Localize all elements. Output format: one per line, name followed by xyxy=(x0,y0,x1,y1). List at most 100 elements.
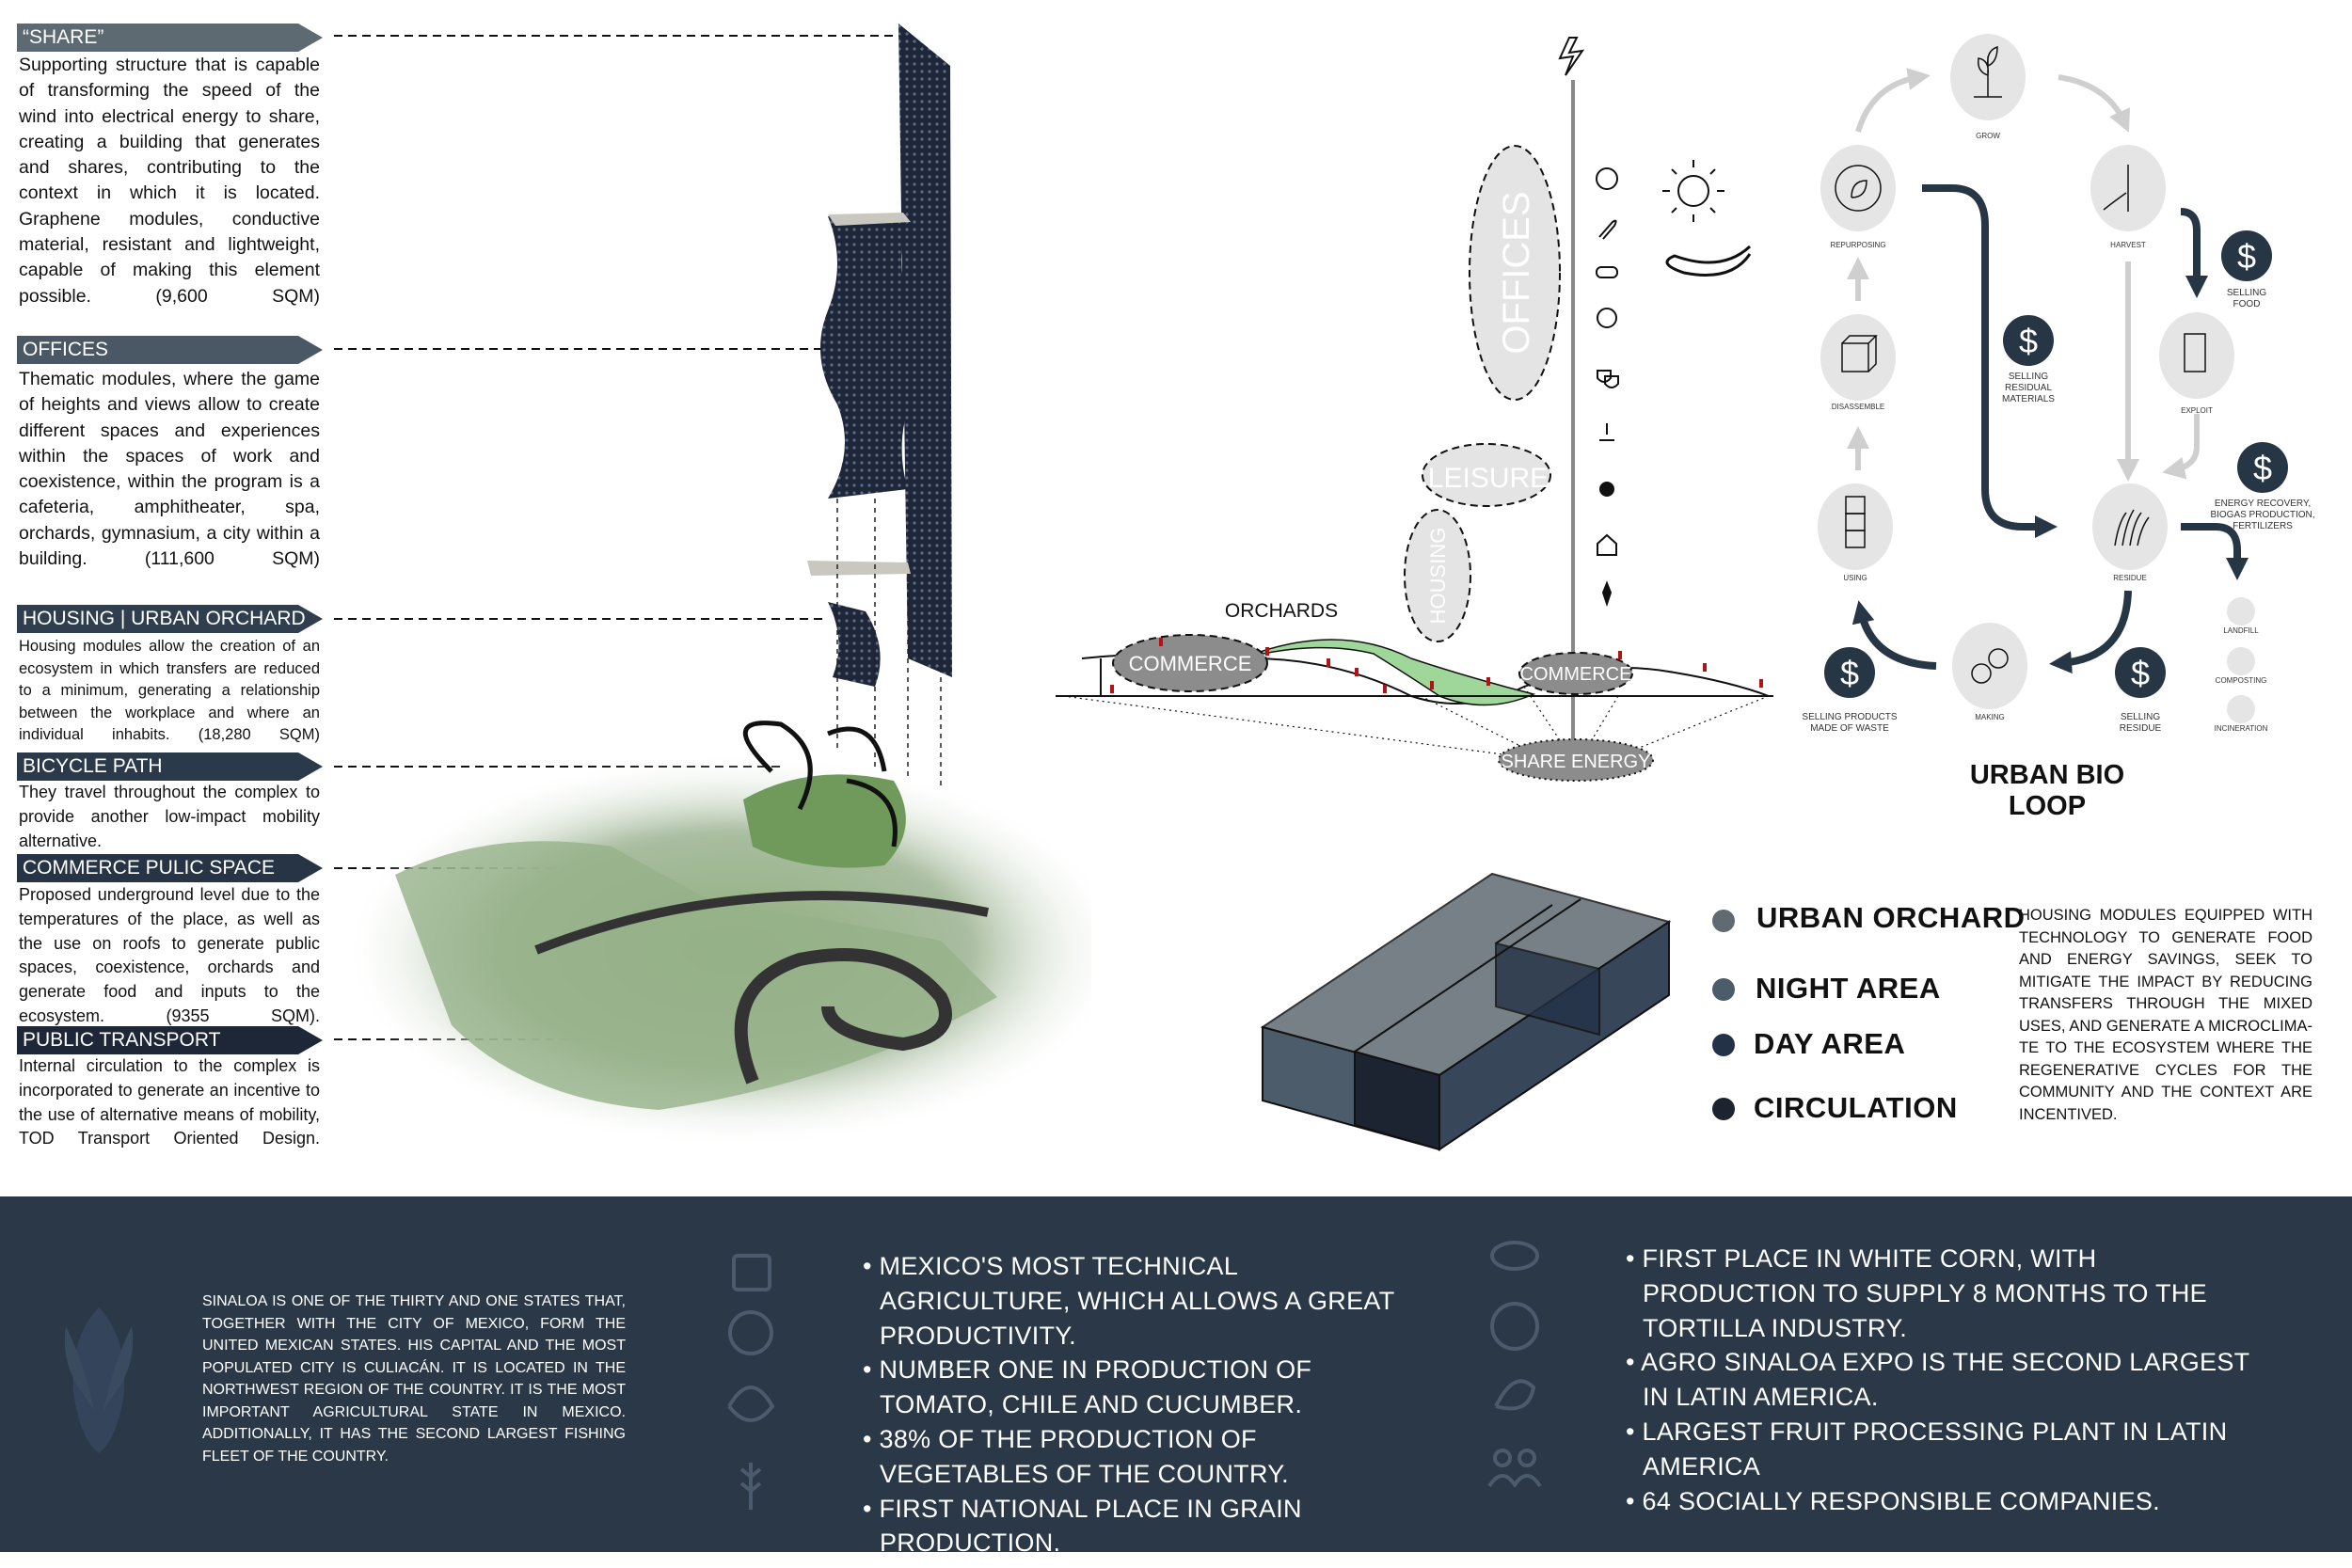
harvest-label: HARVEST xyxy=(2110,241,2146,249)
share-structure xyxy=(898,24,952,677)
dollar-coin-icon xyxy=(1490,1302,1539,1351)
landscape-park xyxy=(395,841,997,1110)
leisure-label: LEISURE xyxy=(1428,463,1549,494)
section-text-transport: Internal circulation to the complex is i… xyxy=(19,1056,320,1148)
money-circles xyxy=(1824,230,2288,698)
sun-icon xyxy=(1677,175,1709,207)
circulation-block xyxy=(1354,1050,1440,1151)
dollar-icon xyxy=(2003,315,2054,366)
residue-label: RESIDUE xyxy=(2113,574,2147,582)
incineration-label: INCINERATION xyxy=(2214,724,2268,733)
bullet-item: • AGRO SINALOA EXPO IS THE SECOND LARGES… xyxy=(1626,1348,2249,1412)
sinaloa-intro: SINALOA IS ONE OF THE THIRTY AND ONE STA… xyxy=(202,1293,626,1465)
offices-roof xyxy=(828,213,911,226)
repurposing-label: REPURPOSING xyxy=(1830,241,1886,249)
legend-label: CIRCULATION xyxy=(1754,1091,1958,1124)
commerce-right-bubble xyxy=(1518,652,1633,695)
section-header-offices: OFFICES xyxy=(17,336,323,364)
legend-dot-night-area xyxy=(1712,978,1735,1001)
section-header-bicycle: BICYCLE PATH xyxy=(17,752,323,781)
energy-recovery-label: ENERGY RECOVERY,BIOGAS PRODUCTION,FERTIL… xyxy=(2210,499,2315,531)
incineration-icon xyxy=(2227,695,2255,723)
disassemble-label: DISASSEMBLE xyxy=(1831,403,1885,411)
dollar-icon xyxy=(2237,442,2288,493)
using-label: USING xyxy=(1843,574,1867,582)
info-panel xyxy=(0,1196,2352,1552)
bio-loop-title: URBAN BIO LOOP xyxy=(1969,760,2125,821)
bullet-item: • FIRST NATIONAL PLACE IN GRAIN PRODUCTI… xyxy=(863,1494,1302,1558)
bullet-item: • NUMBER ONE IN PRODUCTION OF TOMATO, CH… xyxy=(863,1355,1312,1419)
exploit-label: EXPLOIT xyxy=(2181,406,2213,415)
commerce-right-label: COMMERCE xyxy=(1520,664,1632,685)
green-roof xyxy=(743,774,906,868)
economy-icons-column xyxy=(1487,1241,1542,1488)
legend-label: URBAN ORCHARD xyxy=(1756,901,2026,934)
section-text-housing: Housing modules allow the creation of an… xyxy=(19,638,320,743)
paperclip-icon xyxy=(1598,219,1617,240)
tractor-icon xyxy=(732,1254,771,1291)
making-icon xyxy=(1952,623,2027,709)
road xyxy=(534,891,989,955)
grow-label: GROW xyxy=(1976,132,2000,140)
legend-description: HOUSING MODULES EQUIPPED WITH TECHNOLOGY… xyxy=(2019,907,2312,1123)
agri-icons-column xyxy=(727,1254,775,1510)
section-text-bicycle: They travel throughout the complex to pr… xyxy=(19,783,320,850)
tortilla-icon xyxy=(1490,1241,1539,1271)
legend-label: NIGHT AREA xyxy=(1756,972,1941,1005)
orchards-label: ORCHARDS xyxy=(1225,600,1338,622)
svg-text:$: $ xyxy=(2131,654,2150,692)
disassemble-icon xyxy=(1820,314,1896,401)
housing-block xyxy=(828,602,881,687)
tower-site-render xyxy=(334,24,1091,1148)
landfill-icon xyxy=(2227,597,2255,626)
corn-icon xyxy=(64,1307,134,1453)
housing-roof xyxy=(807,561,911,576)
landfill-label: LANDFILL xyxy=(2223,626,2259,635)
composting-icon xyxy=(2227,647,2255,675)
section-header-commerce: COMMERCE PULIC SPACE xyxy=(17,854,323,882)
bullet-item: • FIRST PLACE IN WHITE CORN, WITH PRODUC… xyxy=(1626,1244,2207,1342)
soccer-ball-icon xyxy=(1596,167,1618,190)
house-icon xyxy=(1597,533,1617,556)
repurposing-icon xyxy=(1820,145,1896,231)
bio-loop-diagram: $$$$$ xyxy=(1818,34,2288,723)
section-header-share: “SHARE” xyxy=(17,24,323,52)
gamepad-icon xyxy=(1596,266,1618,278)
exploit-icon xyxy=(2159,312,2234,399)
housing-label: HOUSING xyxy=(1426,528,1450,625)
section-text-offices: Thematic modules, where the game of heig… xyxy=(19,369,320,570)
bullet-item: • 64 SOCIALLY RESPONSIBLE COMPANIES. xyxy=(1626,1486,2160,1515)
orchards-area xyxy=(1241,639,1536,706)
section-diagram: OFFICES LEISURE HOUSING ORCHARDS COMMERC… xyxy=(1056,37,1773,782)
residue-icon xyxy=(2092,483,2168,570)
bullets-right: • FIRST PLACE IN WHITE CORN, WITH PRODUC… xyxy=(1626,1242,2265,1518)
legend-dot-day-area xyxy=(1712,1034,1735,1056)
offices-block xyxy=(820,216,919,499)
leisure-bubble xyxy=(1422,443,1551,507)
section-header-transport: PUBLIC TRANSPORT xyxy=(17,1026,323,1054)
day-area-block xyxy=(1495,942,1600,1037)
svg-text:$: $ xyxy=(2237,237,2256,276)
bullet-item: • 38% OF THE PRODUCTION OF VEGETABLES OF… xyxy=(863,1424,1289,1488)
legend-dot-urban-orchard xyxy=(1712,910,1735,932)
share-energy-label: SHARE ENERGY xyxy=(1502,752,1651,772)
film-reel-icon xyxy=(1597,308,1617,328)
share-energy-bubble xyxy=(1498,738,1654,782)
vegetables-icon xyxy=(727,1386,775,1422)
composting-label: COMPOSTING xyxy=(2215,676,2267,685)
people-figures xyxy=(1110,638,1763,693)
bullet-item: • LARGEST FRUIT PROCESSING PLANT IN LATI… xyxy=(1626,1417,2228,1481)
wind-icon xyxy=(1665,245,1752,277)
bicycle-path-loops xyxy=(742,721,898,847)
section-header-housing: HOUSING | URBAN ORCHARD xyxy=(17,605,323,633)
dollar-icon xyxy=(2115,647,2166,698)
zoning-box-diagram xyxy=(1260,872,1672,1151)
road-loop xyxy=(734,948,952,1085)
wheat-icon xyxy=(739,1463,762,1510)
theater-masks-icon xyxy=(1597,370,1619,388)
offices-label: OFFICES xyxy=(1496,191,1537,354)
